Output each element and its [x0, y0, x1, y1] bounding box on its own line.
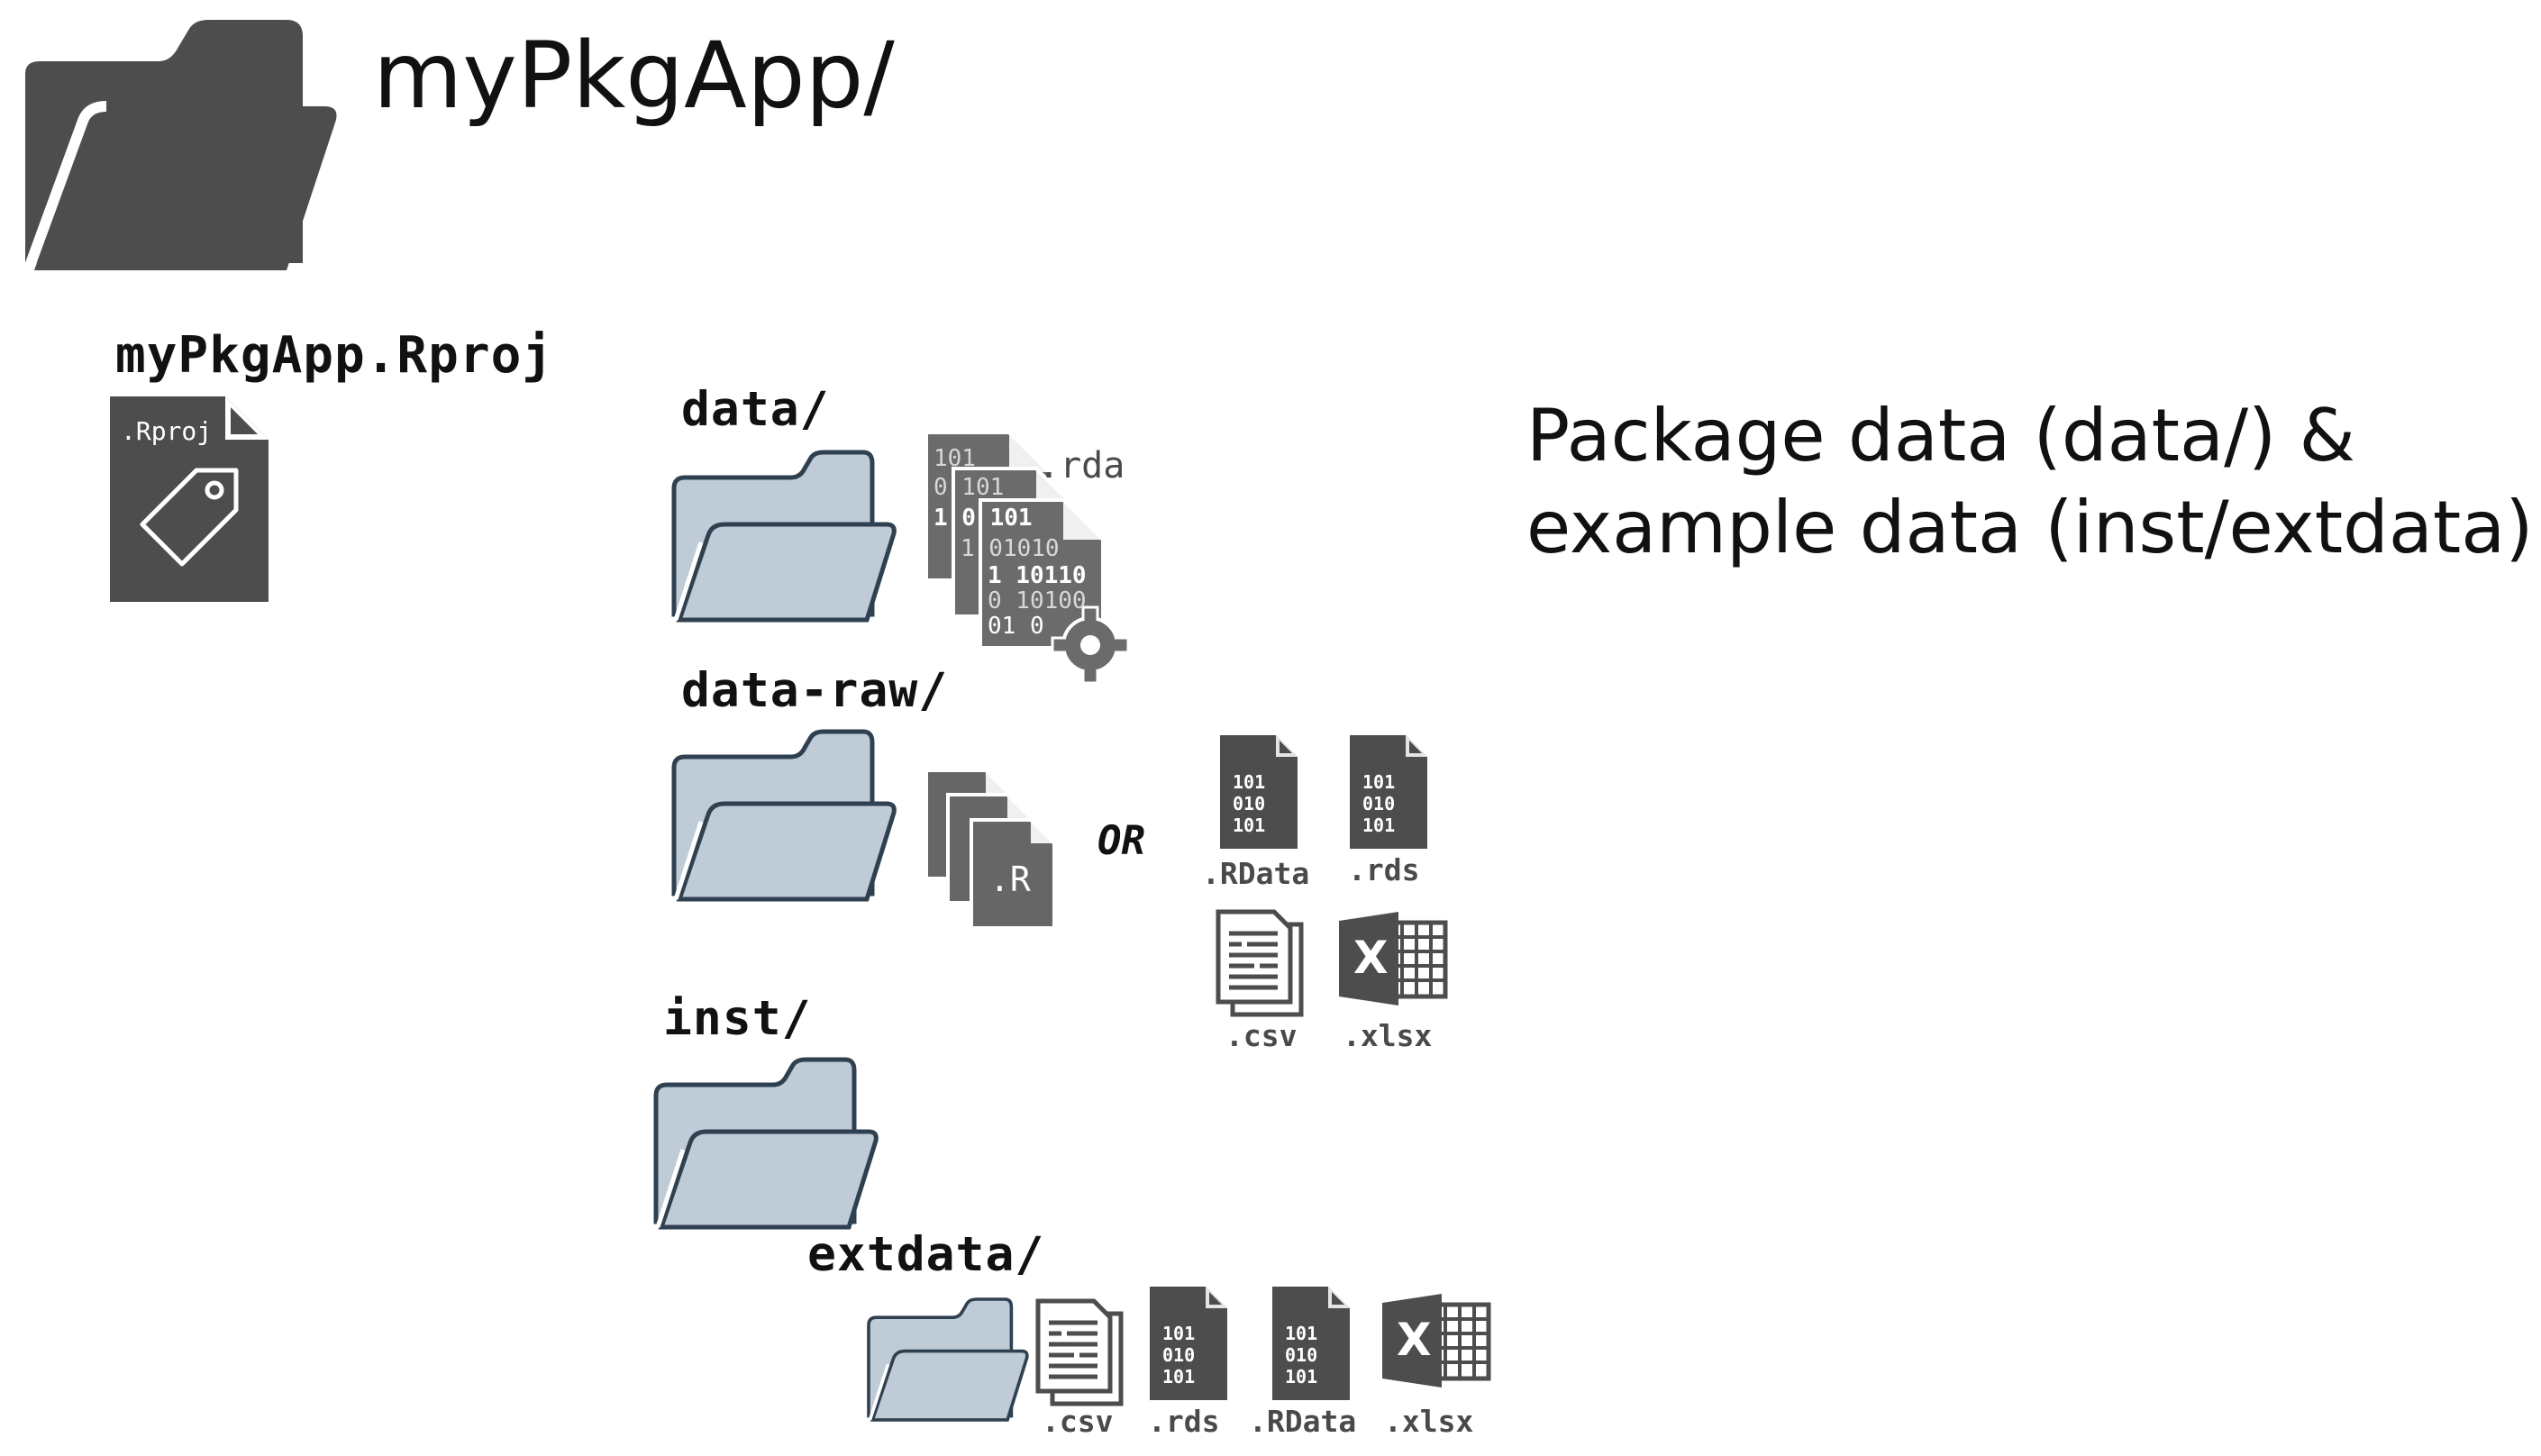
data-folder-label: data/ [681, 382, 830, 437]
rda-binary-text-4: 1 01010 [961, 535, 1060, 562]
rdata-ext-label: .RData [1202, 856, 1310, 891]
rda-binary-text-2: 0 101 [934, 474, 1005, 501]
or-text: OR [1097, 818, 1145, 864]
extdata-excel-letter: X [1397, 1314, 1432, 1366]
gear-icon [1051, 605, 1130, 685]
r-script-ext-label: .R [989, 860, 1031, 899]
data-folder-icon [674, 452, 894, 620]
data-raw-folder-icon [674, 732, 894, 899]
extdata-xlsx-ext-label: .xlsx [1384, 1404, 1474, 1439]
extdata-rdata-binary-3: 101 [1285, 1366, 1318, 1388]
inst-folder-icon [656, 1060, 876, 1227]
csv-document-icon [1218, 912, 1301, 1015]
project-icon-text: .Rproj [121, 416, 213, 446]
rdata-icon-binary-2: 010 [1233, 793, 1266, 814]
rda-binary-text-6: 0 10100 [988, 587, 1087, 614]
rproj-file-icon [110, 396, 269, 602]
r-script-stack-icon [924, 769, 1056, 930]
rds-icon-binary-3: 101 [1362, 814, 1396, 836]
data-raw-folder-label: data-raw/ [681, 663, 949, 718]
extdata-rds-binary-3: 101 [1162, 1366, 1196, 1388]
excel-letter: X [1353, 932, 1389, 984]
rda-ext-label: .rda [1038, 445, 1125, 487]
tag-icon [140, 468, 239, 567]
rda-binary-text-1: 101 [934, 445, 976, 472]
extdata-rdata-ext-label: .RData [1249, 1404, 1357, 1439]
extdata-folder-label: extdata/ [807, 1227, 1045, 1282]
root-folder-icon [23, 20, 337, 271]
extdata-rds-binary-1: 101 [1162, 1323, 1196, 1344]
extdata-csv-ext-label: .csv [1042, 1404, 1114, 1439]
project-file-label: myPkgApp.Rproj [115, 326, 554, 385]
rda-binary-text-5: 1 10110 [988, 562, 1087, 589]
rda-binary-text-7: 01 0 [988, 613, 1044, 640]
rda-binary-text-3: 1 0 101 [934, 505, 1033, 532]
rdata-icon-binary-3: 101 [1233, 814, 1266, 836]
extdata-rds-binary-2: 010 [1162, 1344, 1196, 1366]
rds-icon-binary-2: 010 [1362, 793, 1396, 814]
rdata-icon-binary-1: 101 [1233, 771, 1266, 793]
xlsx-ext-label: .xlsx [1343, 1018, 1433, 1053]
extdata-rdata-binary-2: 010 [1285, 1344, 1318, 1366]
csv-ext-label: .csv [1225, 1018, 1298, 1053]
inst-folder-label: inst/ [663, 991, 812, 1046]
extdata-rdata-binary-1: 101 [1285, 1323, 1318, 1344]
rds-icon-binary-1: 101 [1362, 771, 1396, 793]
headline-line-1: Package data (data/) & [1526, 394, 2356, 478]
extdata-folder-icon [867, 1297, 1029, 1422]
extdata-rds-ext-label: .rds [1148, 1404, 1220, 1439]
root-folder-title: myPkgApp/ [373, 23, 895, 130]
extdata-csv-icon [1038, 1301, 1121, 1404]
headline-line-2: example data (inst/extdata) [1526, 486, 2534, 569]
rda-stack-icon [924, 431, 1130, 685]
rds-ext-label: .rds [1348, 852, 1420, 887]
